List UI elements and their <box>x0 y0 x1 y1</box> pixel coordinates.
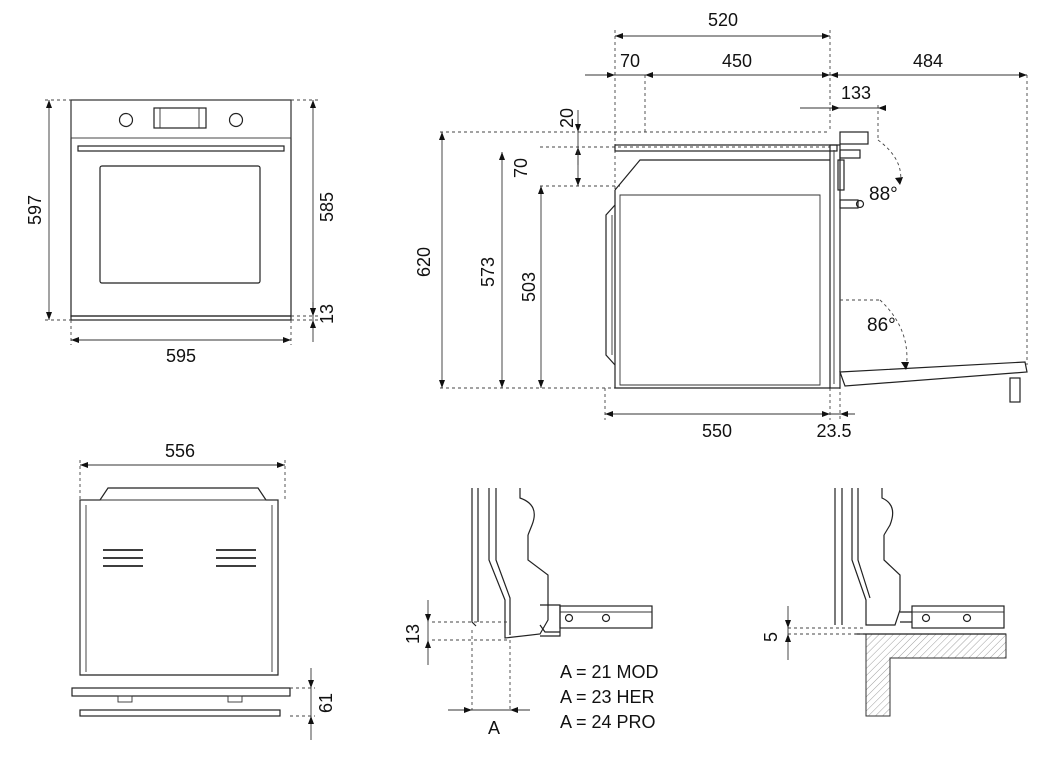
oven-front-outline <box>70 99 292 317</box>
detail-b-dim: 5 <box>761 632 781 642</box>
oven-base <box>70 315 292 321</box>
door-open-depth: 484 <box>913 51 943 71</box>
handle-dim: 133 <box>841 83 871 103</box>
legend-line-1: A = 21 MOD <box>560 662 659 682</box>
top-gap-dim: 20 <box>557 108 577 128</box>
countertop-hatch <box>865 633 1007 717</box>
legend-line-2: A = 23 HER <box>560 687 655 707</box>
front-height-body: 585 <box>317 192 337 222</box>
knob-side <box>839 199 859 209</box>
detail-a-dim: 13 <box>403 624 423 644</box>
handle-top <box>839 131 869 145</box>
door-open <box>839 361 1028 387</box>
vent-right-icon <box>216 549 256 567</box>
control-panel <box>70 99 292 139</box>
oven-rear-outline <box>79 487 279 676</box>
side-height-total: 620 <box>414 247 434 277</box>
door-closed <box>829 144 841 389</box>
door-handle <box>77 145 285 152</box>
side-depth-back: 450 <box>722 51 752 71</box>
rear-view: 556 61 <box>71 441 336 740</box>
legend-line-3: A = 24 PRO <box>560 712 656 732</box>
front-width: 595 <box>166 346 196 366</box>
side-height-inner: 503 <box>519 272 539 302</box>
side-depth-body: 550 <box>702 421 732 441</box>
left-knob-icon <box>118 112 134 128</box>
detail-a: 13 A A = 21 MOD A = 23 HER A = 24 PRO <box>403 488 659 738</box>
display-panel <box>153 107 207 129</box>
side-depth-front: 70 <box>620 51 640 71</box>
rear-width: 556 <box>165 441 195 461</box>
rear-base <box>71 687 291 697</box>
door-thickness-dim: 23.5 <box>816 421 851 441</box>
front-height-base: 13 <box>317 304 337 324</box>
angle-lower: 86° <box>867 315 896 336</box>
right-knob-icon <box>228 112 244 128</box>
front-view: 597 585 13 595 <box>25 99 337 366</box>
vent-left-icon <box>103 549 143 567</box>
inner-gap-dim: 70 <box>511 158 531 178</box>
angle-upper: 88° <box>869 184 898 205</box>
front-height-total: 597 <box>25 195 45 225</box>
door-window <box>99 165 261 284</box>
side-depth-total: 520 <box>708 10 738 30</box>
side-view: 88° 86° 520 70 450 484 133 20 70 620 573 <box>414 10 1028 441</box>
side-height-mid: 573 <box>478 257 498 287</box>
detail-b: 5 <box>761 488 1007 717</box>
oven-side-body <box>614 159 830 389</box>
detail-a-label: A <box>488 718 500 738</box>
rear-height-base: 61 <box>316 693 336 713</box>
